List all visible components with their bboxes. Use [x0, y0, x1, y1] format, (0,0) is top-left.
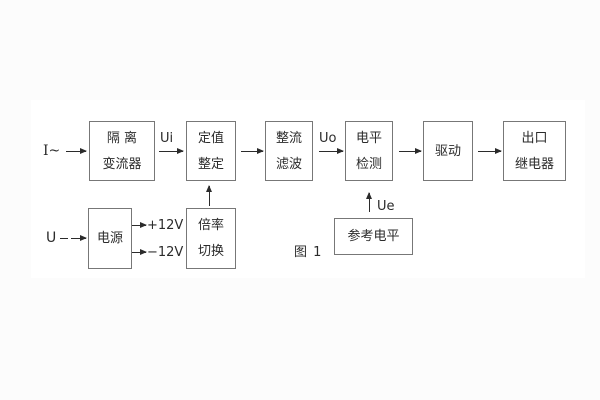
block-output-relay: 出口 继电器: [503, 121, 566, 181]
label-signal-ui: Ui: [160, 131, 174, 146]
block-label: 整定: [197, 156, 224, 172]
block-label: 整流: [275, 130, 302, 146]
block-label: 切换: [197, 244, 224, 259]
label-signal-uo: Uo: [319, 131, 337, 146]
arrow-setting-to-rectifier-icon: [241, 148, 264, 154]
block-label: 电平: [355, 130, 382, 146]
block-power-supply: 电源: [88, 208, 132, 269]
block-label: 倍率: [197, 218, 224, 233]
block-label: 隔 离: [106, 130, 138, 146]
block-reference-level: 参考电平: [334, 218, 413, 255]
block-label: 驱动: [434, 143, 461, 159]
arrow-input-current-icon: [66, 148, 87, 154]
arrow-rail-positive-icon: [132, 222, 147, 228]
arrow-rectifier-to-level-icon: [319, 148, 344, 154]
block-isolation-transformer: 隔 离 变流器: [89, 121, 155, 181]
label-rail-negative: −12V: [147, 245, 184, 260]
block-driver: 驱动: [423, 121, 473, 181]
label-input-voltage: U: [46, 230, 57, 246]
arrow-input-voltage-icon: [71, 235, 87, 241]
arrow-isolation-to-setting-icon: [159, 148, 184, 154]
arrow-rail-negative-icon: [132, 249, 147, 255]
block-label: 电源: [96, 231, 123, 246]
block-label: 参考电平: [347, 229, 400, 244]
arrow-level-to-driver-icon: [399, 148, 422, 154]
block-rectifier-filter: 整流 滤波: [265, 121, 313, 181]
arrow-reference-ue-icon: [366, 192, 372, 212]
label-input-current: I~: [43, 143, 61, 159]
label-rail-positive: +12V: [147, 218, 184, 233]
figure-caption: 图 1: [294, 245, 323, 260]
arrow-ratio-to-setting-icon: [206, 185, 212, 206]
block-label: 变流器: [102, 156, 142, 172]
block-label: 滤波: [275, 156, 302, 172]
block-label: 出口: [521, 130, 548, 146]
block-ratio-switch: 倍率 切换: [186, 208, 236, 269]
block-label: 定值: [197, 130, 224, 146]
block-label: 继电器: [514, 156, 554, 172]
block-setting-adjustment: 定值 整定: [186, 121, 236, 181]
block-label: 检测: [355, 156, 382, 172]
label-signal-ue: Ue: [377, 199, 395, 214]
block-level-detector: 电平 检测: [345, 121, 393, 181]
arrow-driver-to-relay-icon: [478, 148, 502, 154]
dash-input-voltage-icon: [60, 238, 68, 239]
